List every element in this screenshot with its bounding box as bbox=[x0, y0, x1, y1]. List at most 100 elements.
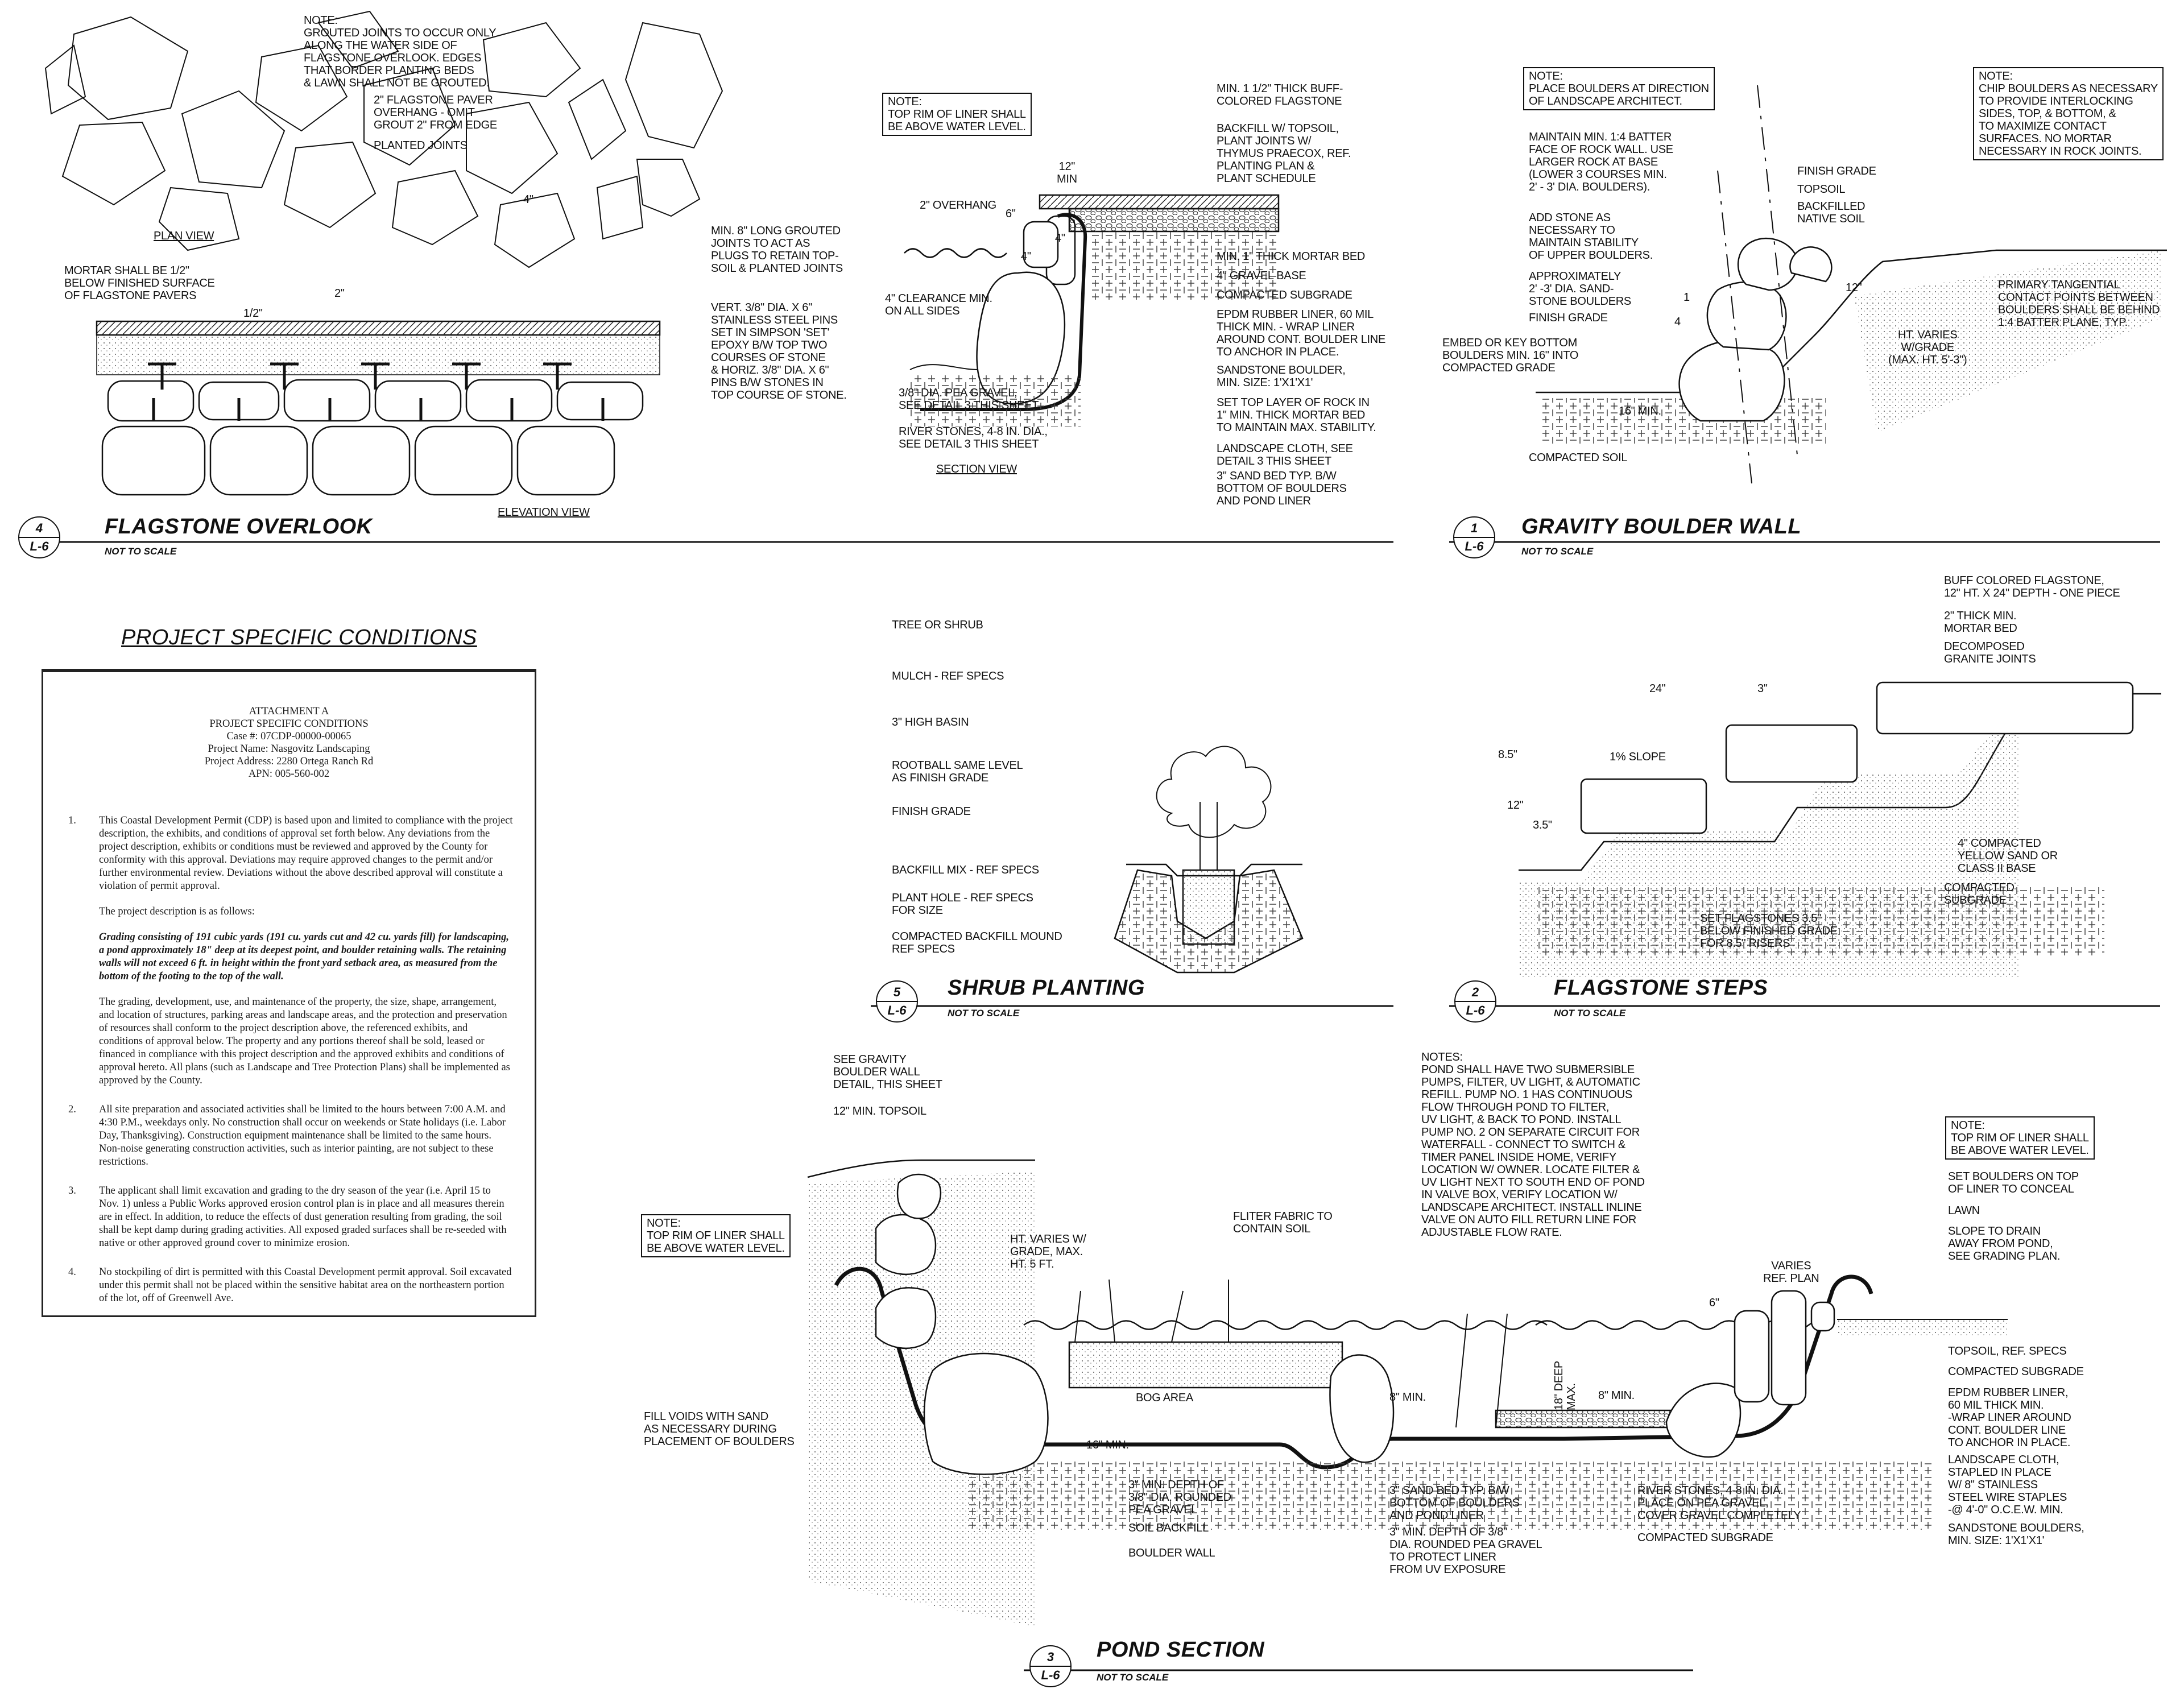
pond-note-left: NOTE: TOP RIM OF LINER SHALL BE ABOVE WA… bbox=[641, 1214, 791, 1257]
shrub-label-tree: TREE OR SHRUB bbox=[892, 619, 983, 631]
doc-title: PROJECT SPECIFIC CONDITIONS bbox=[209, 718, 369, 730]
pond-right-label-cloth: LANDSCAPE CLOTH, STAPLED IN PLACE W/ 8" … bbox=[1948, 1454, 2067, 1516]
condition-text: This Coastal Development Permit (CDP) is… bbox=[99, 815, 513, 892]
shrub-label-mulch: MULCH - REF SPECS bbox=[892, 670, 1004, 682]
condition-text: No stockpiling of dirt is permitted with… bbox=[99, 1266, 512, 1304]
backfilled-label: BACKFILLED NATIVE SOIL bbox=[1797, 200, 1866, 225]
section-label-backfill: BACKFILL W/ TOPSOIL, PLANT JOINTS W/ THY… bbox=[1217, 122, 1351, 185]
dim-24: 24" bbox=[1649, 682, 1666, 695]
dim-6: 6" bbox=[1709, 1297, 1719, 1309]
pond-label-subgrade: COMPACTED SUBGRADE bbox=[1637, 1531, 1773, 1544]
pond-label-pea-gravel: 3" MIN. DEPTH OF 3/8" DIA. ROUNDED PEA G… bbox=[1128, 1479, 1231, 1516]
detail-number: 5 bbox=[877, 982, 917, 1002]
pond-right-label-boulders: SET BOULDERS ON TOP OF LINER TO CONCEAL bbox=[1948, 1170, 2079, 1195]
dim-12: 12" bbox=[1507, 799, 1524, 812]
shrub-planting-drawing bbox=[1114, 746, 1304, 974]
detail-number: 4 bbox=[19, 518, 59, 538]
steps-label-buff: BUFF COLORED FLAGSTONE, 12" HT. x 24" DE… bbox=[1944, 574, 2120, 599]
pond-label-bog: BOG AREA bbox=[1136, 1392, 1193, 1404]
condition-text: All site preparation and associated acti… bbox=[99, 1104, 506, 1168]
overhang-label: 2" OVERHANG bbox=[920, 199, 996, 212]
sheet-number: L-6 bbox=[1041, 1668, 1060, 1682]
steps-label-mortar: 2" THICK MIN. MORTAR BED bbox=[1944, 610, 2017, 635]
pea-gravel-label: 3/8" DIA. PEA GRAVEL, SEE DETAIL 3 THIS … bbox=[899, 387, 1039, 412]
scale-note: NOT TO SCALE bbox=[1521, 546, 1594, 557]
section-label-subgrade: COMPACTED SUBGRADE bbox=[1217, 289, 1352, 301]
sheet-number: L-6 bbox=[1466, 1003, 1485, 1017]
shrub-label-finish-grade: FINISH GRADE bbox=[892, 805, 971, 818]
section-label-sand-bed: 3" SAND BED TYP. B/W BOTTOM OF BOULDERS … bbox=[1217, 470, 1347, 507]
project-description: Grading consisting of 191 cubic yards (1… bbox=[99, 932, 510, 982]
dim-4b: 4" bbox=[1021, 250, 1031, 263]
topsoil-label: TOPSOIL bbox=[1797, 183, 1846, 196]
finish-grade-right: FINISH GRADE bbox=[1797, 165, 1876, 177]
plan-view-label: PLAN VIEW bbox=[154, 230, 214, 242]
condition-item: 1. This Coastal Development Permit (CDP)… bbox=[43, 814, 535, 1087]
dim-2in: 2" bbox=[334, 287, 345, 300]
sheet-number: L-6 bbox=[30, 539, 49, 553]
scale-note: NOT TO SCALE bbox=[1097, 1672, 1169, 1683]
river-stones-label: RIVER STONES, 4-8 IN. DIA., SEE DETAIL 3… bbox=[899, 425, 1048, 450]
boulder-note-right: NOTE: CHIP BOULDERS AS NECESSARY TO PROV… bbox=[1973, 67, 2164, 160]
detail-number: 1 bbox=[1454, 518, 1494, 538]
sheet-number: L-6 bbox=[887, 1003, 907, 1017]
dim-12-min: 12" MIN bbox=[1057, 160, 1077, 185]
dim-16-min: 16" MIN. bbox=[1619, 405, 1661, 417]
detail-title-flagstone-steps: FLAGSTONE STEPS bbox=[1554, 976, 1768, 1000]
dim-3: 3" bbox=[1757, 682, 1768, 695]
steps-label-dg: DECOMPOSED GRANITE JOINTS bbox=[1944, 640, 2036, 665]
grouted-joints-label: MIN. 8" LONG GROUTED JOINTS TO ACT AS PL… bbox=[711, 225, 843, 275]
pond-label-river-stones: RIVER STONES, 4-8 IN. DIA. PLACE ON PEA … bbox=[1637, 1484, 1801, 1522]
detail-title-pond-section: POND SECTION bbox=[1097, 1638, 1265, 1662]
pond-note-right: NOTE: TOP RIM OF LINER SHALL BE ABOVE WA… bbox=[1945, 1116, 2095, 1160]
doc-apn: APN: 005-560-002 bbox=[248, 768, 330, 780]
sheet-number: L-6 bbox=[1465, 539, 1484, 553]
pond-right-label-liner: EPDM RUBBER LINER, 60 MIL THICK MIN. -WR… bbox=[1948, 1386, 2071, 1449]
section-view-label: SECTION VIEW bbox=[936, 463, 1017, 475]
dim-3-5: 3.5" bbox=[1533, 819, 1552, 831]
batter-4: 4 bbox=[1674, 316, 1681, 328]
pond-label-topsoil: 12" MIN. TOPSOIL bbox=[833, 1105, 926, 1117]
dim-8-5: 8.5" bbox=[1498, 748, 1517, 761]
pond-label-ht-varies: HT. VARIES W/ GRADE, MAX. HT. 5 FT. bbox=[1010, 1233, 1086, 1270]
section-label-flagstone: MIN. 1 1/2" THICK BUFF- COLORED FLAGSTON… bbox=[1217, 82, 1343, 107]
section-label-mortar: MIN. 1" THICK MORTAR BED bbox=[1217, 250, 1366, 263]
dim-half-inch: 1/2" bbox=[243, 307, 263, 320]
flagstone-steps-drawing bbox=[1519, 681, 2161, 978]
compacted-soil-label: COMPACTED SOIL bbox=[1529, 452, 1628, 464]
dim-12: 12" bbox=[1846, 282, 1862, 294]
steps-label-base: 4" COMPACTED YELLOW SAND OR CLASS II BAS… bbox=[1958, 837, 2058, 875]
pond-label-soil-backfill: SOIL BACKFILL bbox=[1128, 1522, 1209, 1534]
pond-section-drawing bbox=[807, 1159, 2008, 1626]
batter-label: MAINTAIN MIN. 1:4 BATTER FACE OF ROCK WA… bbox=[1529, 131, 1673, 193]
pond-right-label-lawn: LAWN bbox=[1948, 1204, 1980, 1217]
dim-6: 6" bbox=[1006, 208, 1016, 220]
clearance-label: 4" CLEARANCE MIN. ON ALL SIDES bbox=[885, 292, 992, 317]
doc-attachment: ATTACHMENT A bbox=[249, 706, 329, 717]
condition-text: The applicant shall limit excavation and… bbox=[99, 1185, 507, 1249]
condition-item: 2. All site preparation and associated a… bbox=[43, 1103, 535, 1169]
project-conditions-heading: PROJECT SPECIFIC CONDITIONS bbox=[121, 626, 477, 649]
condition-subtext: The project description is as follows: bbox=[99, 906, 255, 917]
dim-4in: 4" bbox=[523, 193, 533, 206]
section-label-gravel: 4" GRAVEL BASE bbox=[1217, 270, 1306, 282]
pond-label-pea-gravel-uv: 3" MIN. DEPTH OF 3/8" DIA. ROUNDED PEA G… bbox=[1389, 1526, 1542, 1576]
condition-number: 2. bbox=[68, 1104, 76, 1115]
steps-label-set: SET FLAGSTONES 3.5" BELOW FINISHED GRADE… bbox=[1700, 912, 1838, 950]
shrub-label-rootball: ROOTBALL SAME LEVEL AS FINISH GRADE bbox=[892, 759, 1023, 784]
section-label-cloth: LANDSCAPE CLOTH, SEE DETAIL 3 THIS SHEET bbox=[1217, 442, 1353, 467]
doc-case-number: Case #: 07CDP-00000-00065 bbox=[226, 731, 351, 742]
condition-subtext: The grading, development, use, and maint… bbox=[99, 996, 510, 1086]
flagstone-elevation-view bbox=[96, 320, 661, 496]
paver-overhang-label: 2" FLAGSTONE PAVER OVERHANG - OMIT GROUT… bbox=[374, 94, 497, 131]
document-header: ATTACHMENT A PROJECT SPECIFIC CONDITIONS… bbox=[43, 705, 535, 780]
scale-note: NOT TO SCALE bbox=[1554, 1008, 1626, 1019]
mortar-note: MORTAR SHALL BE 1/2" BELOW FINISHED SURF… bbox=[64, 264, 215, 302]
condition-number: 1. bbox=[68, 815, 76, 826]
dim-8-min-a: 8" MIN. bbox=[1389, 1391, 1426, 1404]
doc-project-name: Project Name: Nasgovitz Landscaping bbox=[208, 743, 370, 755]
